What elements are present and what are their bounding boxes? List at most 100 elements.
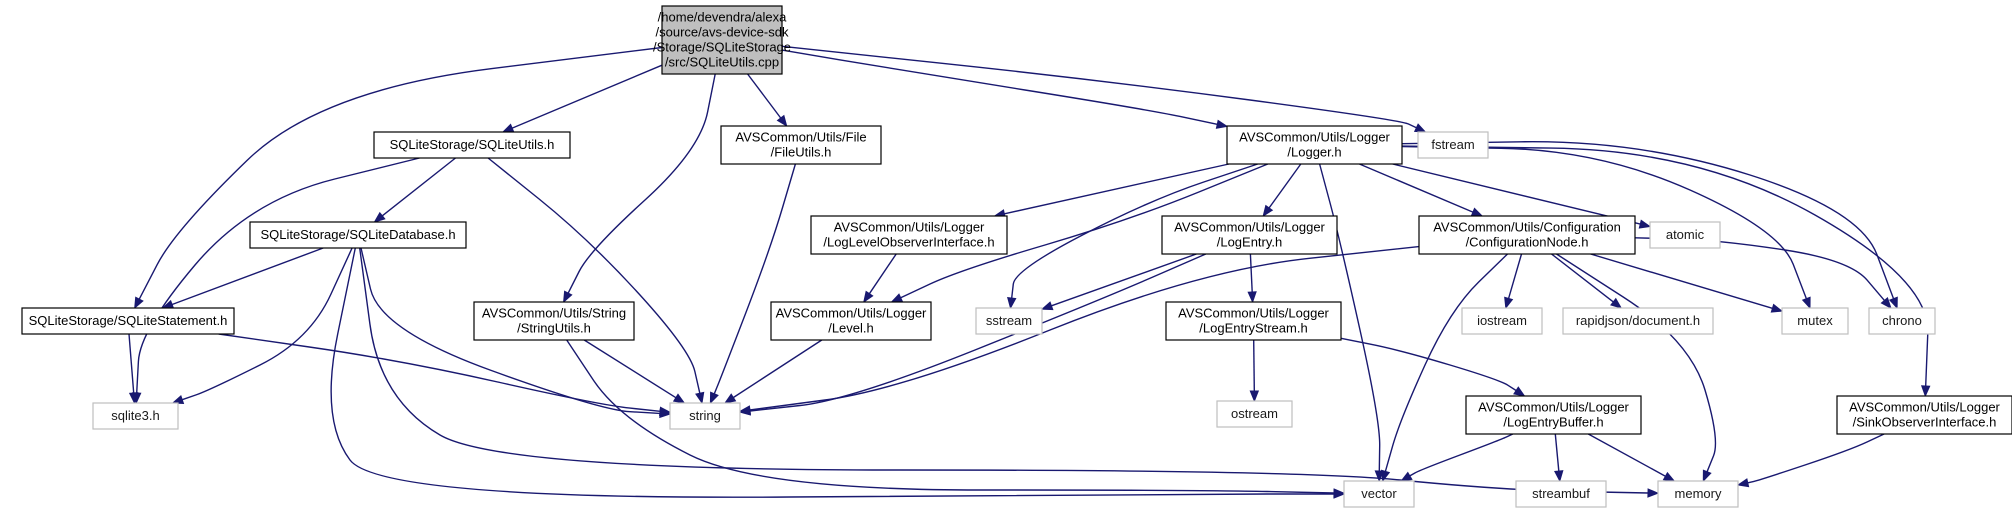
- node-box: [975, 307, 1043, 335]
- node-stringutils_h[interactable]: AVSCommon/Utils/String/StringUtils.h: [473, 301, 635, 341]
- edge-arrowhead: [1736, 478, 1750, 488]
- edge-level_h-to-string: [723, 339, 823, 404]
- edge-arrowhead: [1262, 204, 1274, 218]
- edge-arrowhead: [1249, 390, 1260, 403]
- node-box: [1657, 480, 1739, 508]
- node-label-line: /StringUtils.h: [517, 321, 591, 336]
- edge-line: [733, 339, 823, 399]
- edge-line: [1401, 145, 1929, 387]
- node-sqlitestatement_h[interactable]: SQLiteStorage/SQLiteStatement.h: [21, 307, 235, 335]
- node-label-line: iostream: [1477, 313, 1527, 328]
- edge-arrowhead: [1007, 297, 1017, 310]
- node-label-line: sstream: [986, 313, 1032, 328]
- edge-arrowhead: [1374, 470, 1385, 483]
- edge-sqlitedatabase_h-to-sqlite3_h: [171, 247, 353, 405]
- node-label-line: SQLiteStorage/SQLiteStatement.h: [29, 313, 228, 328]
- node-box: [770, 301, 932, 341]
- node-label-line: /LogEntryBuffer.h: [1503, 415, 1603, 430]
- edge-line: [1590, 253, 1773, 309]
- edge-arrowhead: [128, 392, 139, 405]
- edge-sqlitedatabase_h-to-vector: [330, 247, 1346, 499]
- edge-line: [1249, 253, 1253, 293]
- node-box: [1226, 125, 1403, 165]
- node-box: [373, 131, 571, 159]
- edge-logger_h-to-loglevelobserver_h: [993, 163, 1230, 219]
- node-loglevelobserver_h[interactable]: AVSCommon/Utils/Logger/LogLevelObserverI…: [810, 215, 1008, 255]
- edge-logentrybuffer_h-to-streambuf: [1554, 433, 1564, 483]
- edge-line: [1004, 163, 1230, 215]
- node-label-line: /source/avs-device-sdk: [656, 25, 789, 40]
- edge-arrowhead: [695, 391, 705, 405]
- edge-line: [1384, 253, 1508, 472]
- node-vector: vector: [1343, 480, 1415, 508]
- node-box: [21, 307, 235, 335]
- edge-logger_h-to-logentry_h: [1262, 163, 1302, 218]
- edge-arrowhead: [1638, 219, 1652, 229]
- edge-line: [1587, 433, 1666, 477]
- edge-line: [1253, 339, 1255, 392]
- edge-root-to-logger_h: [781, 49, 1229, 129]
- node-box: [473, 301, 635, 341]
- edge-arrowhead: [1702, 469, 1712, 483]
- edge-arrowhead: [1554, 470, 1564, 483]
- node-box: [1562, 307, 1714, 335]
- node-box: [720, 125, 882, 165]
- node-label-line: AVSCommon/Utils/Logger: [1849, 400, 2000, 415]
- edge-line: [218, 333, 661, 412]
- node-label-line: atomic: [1666, 227, 1705, 242]
- edge-root-to-fstream: [781, 45, 1427, 133]
- node-logger_h[interactable]: AVSCommon/Utils/Logger/Logger.h: [1226, 125, 1403, 165]
- edge-configurationnode_h-to-string: [738, 245, 1420, 415]
- edge-arrowhead: [1888, 296, 1898, 310]
- edge-arrowhead: [562, 290, 573, 304]
- node-label-line: streambuf: [1532, 486, 1590, 501]
- edge-arrowhead: [1400, 471, 1413, 482]
- node-logentry_h[interactable]: AVSCommon/Utils/Logger/LogEntry.h: [1161, 215, 1338, 255]
- node-box: [1343, 480, 1415, 508]
- node-label-line: /LogLevelObserverInterface.h: [823, 235, 994, 250]
- edge-arrowhead: [1513, 386, 1526, 397]
- edge-line: [868, 253, 897, 295]
- edge-arrowhead: [1770, 303, 1784, 313]
- node-label-line: /LogEntry.h: [1217, 235, 1283, 250]
- node-rapidjson: rapidjson/document.h: [1562, 307, 1714, 335]
- edge-logger_h-to-configurationnode_h: [1359, 163, 1484, 217]
- node-label-line: vector: [1361, 486, 1397, 501]
- node-level_h[interactable]: AVSCommon/Utils/Logger/Level.h: [770, 301, 932, 341]
- node-logentrystream_h[interactable]: AVSCommon/Utils/Logger/LogEntryStream.h: [1165, 301, 1342, 341]
- edges-layer: [128, 45, 1931, 499]
- edge-line: [567, 73, 716, 294]
- node-sinkobserver_h[interactable]: AVSCommon/Utils/Logger/SinkObserverInter…: [1836, 395, 2012, 435]
- edge-line: [138, 46, 663, 300]
- node-label-line: /src/SQLiteUtils.cpp: [665, 55, 779, 70]
- edge-arrowhead: [1647, 488, 1660, 498]
- node-logentrybuffer_h[interactable]: AVSCommon/Utils/Logger/LogEntryBuffer.h: [1465, 395, 1642, 435]
- edge-arrowhead: [1247, 291, 1257, 304]
- node-sqlitedatabase_h[interactable]: SQLiteStorage/SQLiteDatabase.h: [249, 221, 467, 249]
- edge-line: [781, 45, 1417, 129]
- edge-line: [1051, 253, 1197, 307]
- edge-sqlitestatement_h-to-string: [218, 333, 672, 416]
- node-configurationnode_h[interactable]: AVSCommon/Utils/Configuration/Configurat…: [1418, 215, 1636, 255]
- node-sqliteutils_h[interactable]: SQLiteStorage/SQLiteUtils.h: [373, 131, 571, 159]
- node-label-line: AVSCommon/Utils/File: [735, 130, 866, 145]
- node-box: [249, 221, 467, 249]
- edge-arrowhead: [1504, 296, 1514, 310]
- edge-loglevelobserver_h-to-level_h: [863, 253, 897, 304]
- node-label-line: rapidjson/document.h: [1576, 313, 1700, 328]
- node-mutex: mutex: [1781, 307, 1849, 335]
- node-root[interactable]: /home/devendra/alexa/source/avs-device-s…: [653, 5, 791, 75]
- edge-arrowhead: [1215, 119, 1229, 129]
- node-box: [1836, 395, 2012, 435]
- node-fileutils_h[interactable]: AVSCommon/Utils/File/FileUtils.h: [720, 125, 882, 165]
- node-label-line: sqlite3.h: [111, 408, 159, 423]
- node-streambuf: streambuf: [1515, 480, 1607, 508]
- node-label-line: /ConfigurationNode.h: [1466, 235, 1589, 250]
- node-box: [1515, 480, 1607, 508]
- edge-line: [1551, 253, 1614, 303]
- edge-fileutils_h-to-string: [709, 163, 797, 405]
- edge-arrowhead: [723, 393, 737, 404]
- edge-line: [360, 247, 661, 415]
- node-string: string: [669, 402, 741, 430]
